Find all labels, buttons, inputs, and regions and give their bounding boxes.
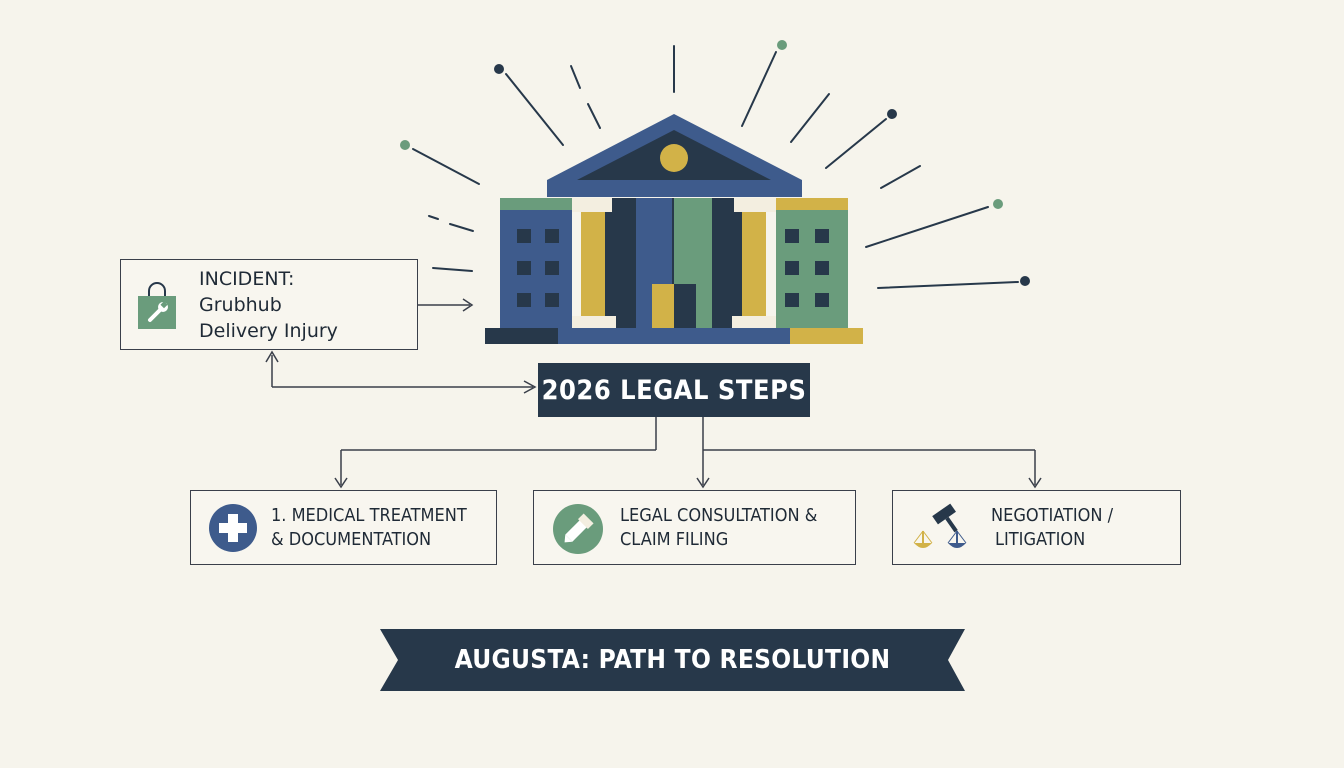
incident-box: INCIDENT: Grubhub Delivery Injury [120, 259, 418, 350]
step-2-line-1: LEGAL CONSULTATION & [620, 505, 818, 526]
pen-icon [553, 504, 603, 554]
medical-cross-icon [209, 504, 257, 552]
incident-line-2: Grubhub [199, 294, 282, 316]
ray-dots [400, 40, 1030, 286]
step-1-line-1: 1. MEDICAL TREATMENT [271, 505, 467, 526]
courthouse-icon [485, 114, 863, 344]
step-2-line-2: CLAIM FILING [620, 529, 729, 550]
incident-title: INCIDENT: [199, 268, 295, 290]
step-1-line-2: & DOCUMENTATION [271, 529, 432, 550]
step-legal-consultation: LEGAL CONSULTATION & CLAIM FILING [533, 490, 856, 565]
step-3-line-2: LITIGATION [995, 529, 1086, 550]
shopping-bag-wrench-icon [138, 282, 176, 329]
step-3-line-1: NEGOTIATION / [991, 505, 1114, 526]
incident-line-3: Delivery Injury [199, 320, 338, 342]
legal-steps-label: 2026 LEGAL STEPS [538, 363, 810, 417]
banner-ribbon [380, 629, 965, 691]
radiating-rays [412, 45, 1019, 289]
connectors [265, 298, 1042, 489]
banner-title: AUGUSTA: PATH TO RESOLUTION [454, 645, 891, 675]
gavel-scales-icon [913, 503, 967, 548]
step-negotiation-litigation: NEGOTIATION / LITIGATION [892, 490, 1181, 565]
step-medical-treatment: 1. MEDICAL TREATMENT & DOCUMENTATION [190, 490, 497, 565]
